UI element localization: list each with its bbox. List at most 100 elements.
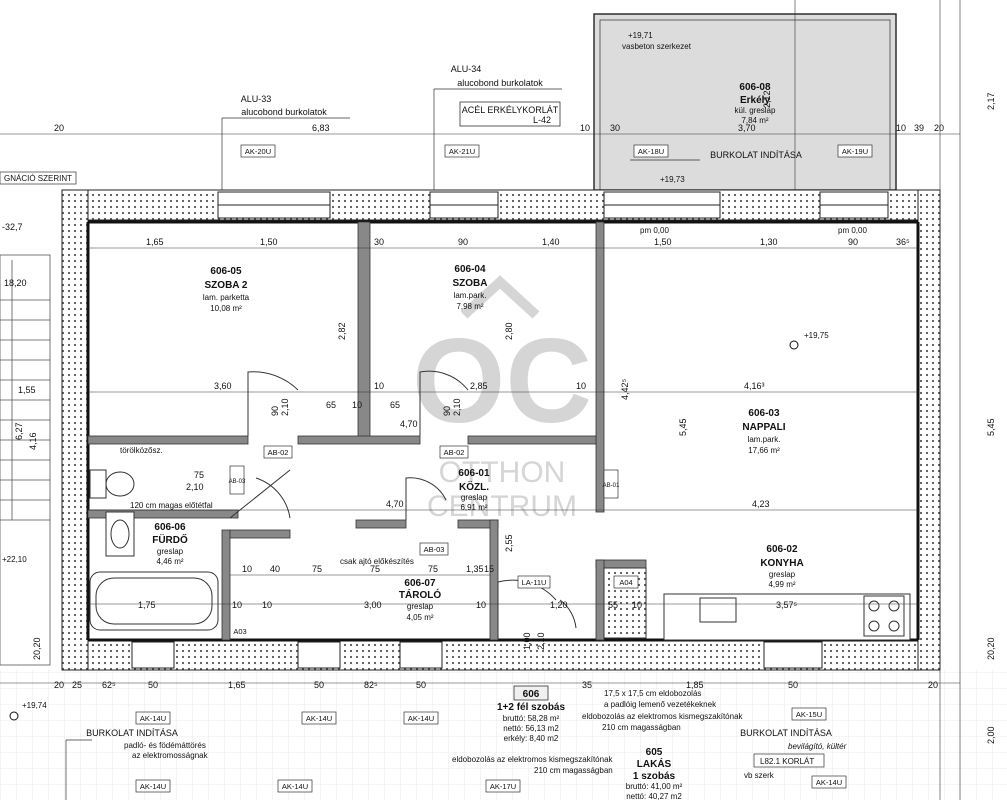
dim-v-255: 2,55 [504,534,514,552]
dim-d-210: 2,10 [280,398,290,416]
dim-s-135: 1,35 [466,564,484,574]
apartment-gross: bruttó: 58,28 m² [503,714,560,723]
tag-ak21u: AK-21U [449,147,475,156]
room-606-03-id: 606-03 [748,408,780,419]
apartment-605-type: 1 szobás [633,771,676,782]
left-stair [0,254,51,666]
notes: törölközősz. 120 cm magas előtétfal csak… [65,446,847,800]
window-tags: AK-20U AK-21U AK-18U AK-19U AK-14U AK-14… [135,144,873,793]
label-burkolat-bl-n2: az elektromosságnak [132,751,209,760]
note-b2: 210 cm magasságban [534,766,613,775]
label-burkolat-br-sub: bevilágító, kültér [788,742,847,751]
room-labels: 606-05 SZOBA 2 lam. parketta 10,08 m² 60… [152,82,803,622]
tag-ak14u-2: AK-14U [306,714,332,723]
room-606-01-finish: greslap [461,493,488,502]
tag-ak17u: AK-17U [490,782,516,791]
dim-t-10b: 10 [896,123,906,133]
room-606-06-area: 4,46 m² [156,557,183,566]
dim-v-212: 2,12 [762,90,772,108]
tag-ak15u: AK-15U [796,710,822,719]
room-606-08-area: 7,84 m² [741,116,768,125]
room-606-05-area: 10,08 m² [210,304,242,313]
room-606-02-id: 606-02 [766,544,798,555]
dim-s-15: 15 [484,564,494,574]
dim-w-130: 1,30 [760,237,778,247]
dim-b-10a: 10 [232,600,242,610]
watermark-brand-1: OTTHON [439,456,566,489]
toilet [89,469,107,499]
tag-ab01: AB-01 [603,483,620,489]
dim-b-55: 55 [608,600,618,610]
dim-m-10b: 10 [576,381,586,391]
apartment-net: nettó: 56,13 m2 [503,724,559,733]
watermark-logo: OC [412,314,592,448]
room-606-04-id: 606-04 [454,264,486,275]
dim-m-10a: 10 [374,381,384,391]
dim-d-210d: 2,10 [536,632,546,650]
note-r2: a padlóig lemenő vezetékeknek [604,700,717,709]
dim-w-30: 30 [374,237,384,247]
room-606-03-area: 17,66 m² [748,446,780,455]
door-tags: AB-02 AB-02 AB-03 AB-03 AB-01 LA-11U A04… [229,445,639,636]
dim-s-75a: 75 [312,564,322,574]
dim-bot-50b: 50 [314,680,324,690]
dim-v-4425: 4,42⁵ [620,378,630,400]
apartment-balcony: erkély: 8,40 m2 [504,734,559,743]
dim-b-175: 1,75 [138,600,156,610]
apartment-605-gross: bruttó: 41,00 m² [626,782,683,791]
tag-ab02-b: AB-02 [444,448,465,457]
room-606-01-area: 6,91 m² [460,503,487,512]
tag-ak14u-5: AK-14U [282,782,308,791]
apartment-605-net: nettó: 40,27 m2 [626,792,682,800]
dim-bot-185: 1,85 [686,680,704,690]
label-railing: ACÉL ERKÉLYKORLÁT [462,105,559,115]
wall-north [61,189,939,221]
dim-d-90b: 90 [442,406,452,416]
tag-a03: A03 [233,627,246,636]
elev-2: +19,73 [660,175,685,184]
elev-5: +22,10 [2,555,27,564]
elev-4: +19,74 [22,701,47,710]
note-b1: eldobozolás az elektromos kismegszakítón… [452,755,614,764]
tag-ab02-a: AB-02 [268,448,289,457]
dimension-lines [0,0,961,800]
dim-t-10a: 10 [580,123,590,133]
dim-bot-50d: 50 [788,680,798,690]
label-vb: vb szerk [744,771,775,780]
dim-l-155: 1,55 [18,385,36,395]
elevations: +19,71 +19,73 +19,75 +19,74 +22,10 pm 0,… [2,31,867,721]
label-alu33: ALU-33 [241,94,272,104]
dim-v-545r: 5,45 [986,418,996,436]
dim-d-210c: 2,10 [186,482,204,492]
room-606-03-name: NAPPALI [742,422,785,433]
dim-s-10a: 10 [242,564,252,574]
note-r1: 17,5 x 17,5 cm eldobozolás [604,689,701,698]
tag-ak18u: AK-18U [638,147,664,156]
dim-w-140: 1,40 [542,237,560,247]
room-606-06-name: FÜRDŐ [152,533,188,546]
room-606-04-area: 7,98 m² [456,302,483,311]
dim-b-120: 1,20 [550,600,568,610]
room-606-08-id: 606-08 [739,82,771,93]
room-606-01-name: KÖZL. [459,480,489,493]
top-labels: ALU-33 alucobond burkolatok ALU-34 aluco… [0,42,802,190]
dim-w-150a: 1,50 [260,237,278,247]
dim-l-1820: 18,20 [4,278,27,288]
dim-w-365: 36⁵ [896,237,910,247]
room-606-02-finish: greslap [769,570,796,579]
dim-t-30: 30 [610,123,620,133]
dim-l-627: 6,27 [14,422,24,440]
watermark: OC OTTHON CENTRUM [412,275,592,523]
dim-l-327: -32,7 [2,222,23,232]
label-burkolat-bl-n1: padló- és födémáttörés [124,741,206,750]
wall-east [917,189,941,671]
dim-s-40: 40 [270,564,280,574]
apartment-605-number: 605 [646,747,663,758]
room-606-05-name: SZOBA 2 [205,280,248,291]
note-r3: eldobozolás az elektromos kismegszakítón… [582,712,744,721]
tag-ak19u: AK-19U [842,147,868,156]
label-alu33-desc: alucobond burkolatok [241,107,327,117]
room-606-05-finish: lam. parketta [203,293,250,302]
room-606-08-finish: kül. greslap [735,106,776,115]
